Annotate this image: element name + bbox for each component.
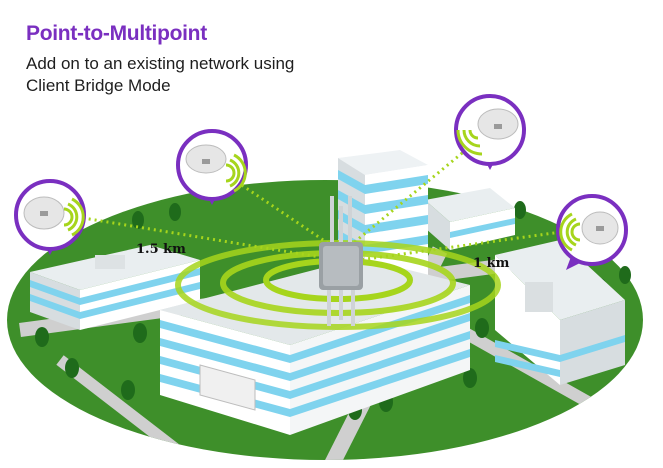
subtitle-line-2: Client Bridge Mode	[26, 76, 171, 95]
wifi-signal-icon	[225, 153, 247, 193]
subtitle-line-1: Add on to an existing network using	[26, 54, 295, 73]
client-bridge-2	[176, 129, 248, 205]
client-bridge-3	[454, 94, 526, 170]
wifi-signal-icon	[456, 129, 483, 156]
wifi-signal-icon	[559, 212, 581, 252]
distance-label-right: 1 km	[473, 256, 510, 271]
dish-antenna-icon	[185, 144, 227, 174]
client-bridge-4	[556, 194, 628, 270]
wifi-signal-icon	[63, 197, 85, 237]
client-bridge-1	[14, 179, 86, 255]
distance-label-left: 1.5 km	[136, 242, 186, 257]
access-point-icon	[319, 196, 363, 326]
dish-antenna-icon	[581, 211, 619, 245]
diagram-title: Point-to-Multipoint	[26, 22, 207, 45]
building-back-right	[425, 188, 515, 250]
building-right	[495, 240, 625, 385]
dish-antenna-icon	[23, 196, 65, 230]
building-left	[30, 245, 200, 330]
dish-antenna-icon	[477, 108, 519, 140]
diagram-subtitle: Add on to an existing network using Clie…	[26, 53, 294, 97]
